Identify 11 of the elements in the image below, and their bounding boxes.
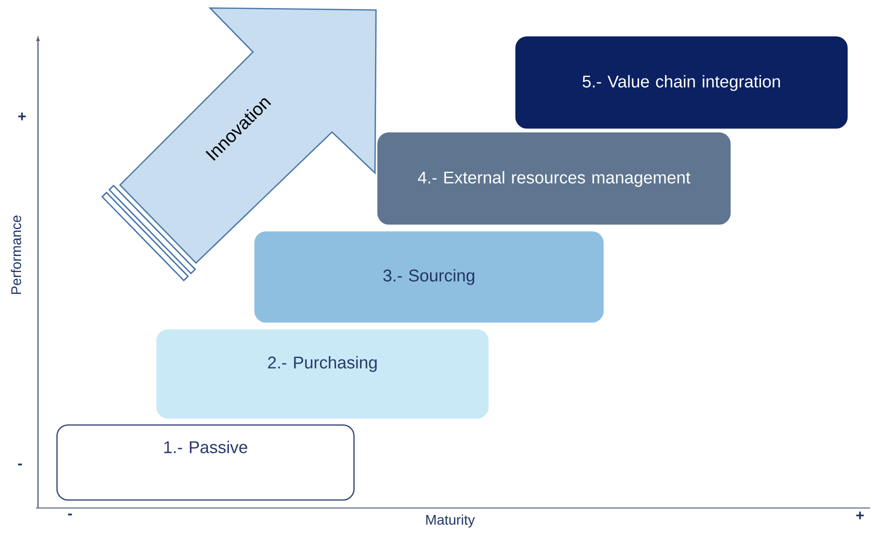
axis-label: -	[68, 514, 72, 516]
stage-box: 4.- External resources management	[377, 132, 731, 225]
stage-box: 1.- Passive	[56, 424, 355, 501]
axis-label: +	[856, 512, 864, 520]
stage-box: 2.- Purchasing	[156, 329, 489, 419]
stage-box: 3.- Sourcing	[254, 231, 604, 323]
stage-box: 5.- Value chain integration	[515, 36, 848, 129]
axis-label: +	[18, 112, 26, 120]
axis-label: Performance	[10, 216, 22, 294]
axis-label: Maturity	[426, 514, 475, 528]
axis-label: -	[18, 464, 22, 466]
